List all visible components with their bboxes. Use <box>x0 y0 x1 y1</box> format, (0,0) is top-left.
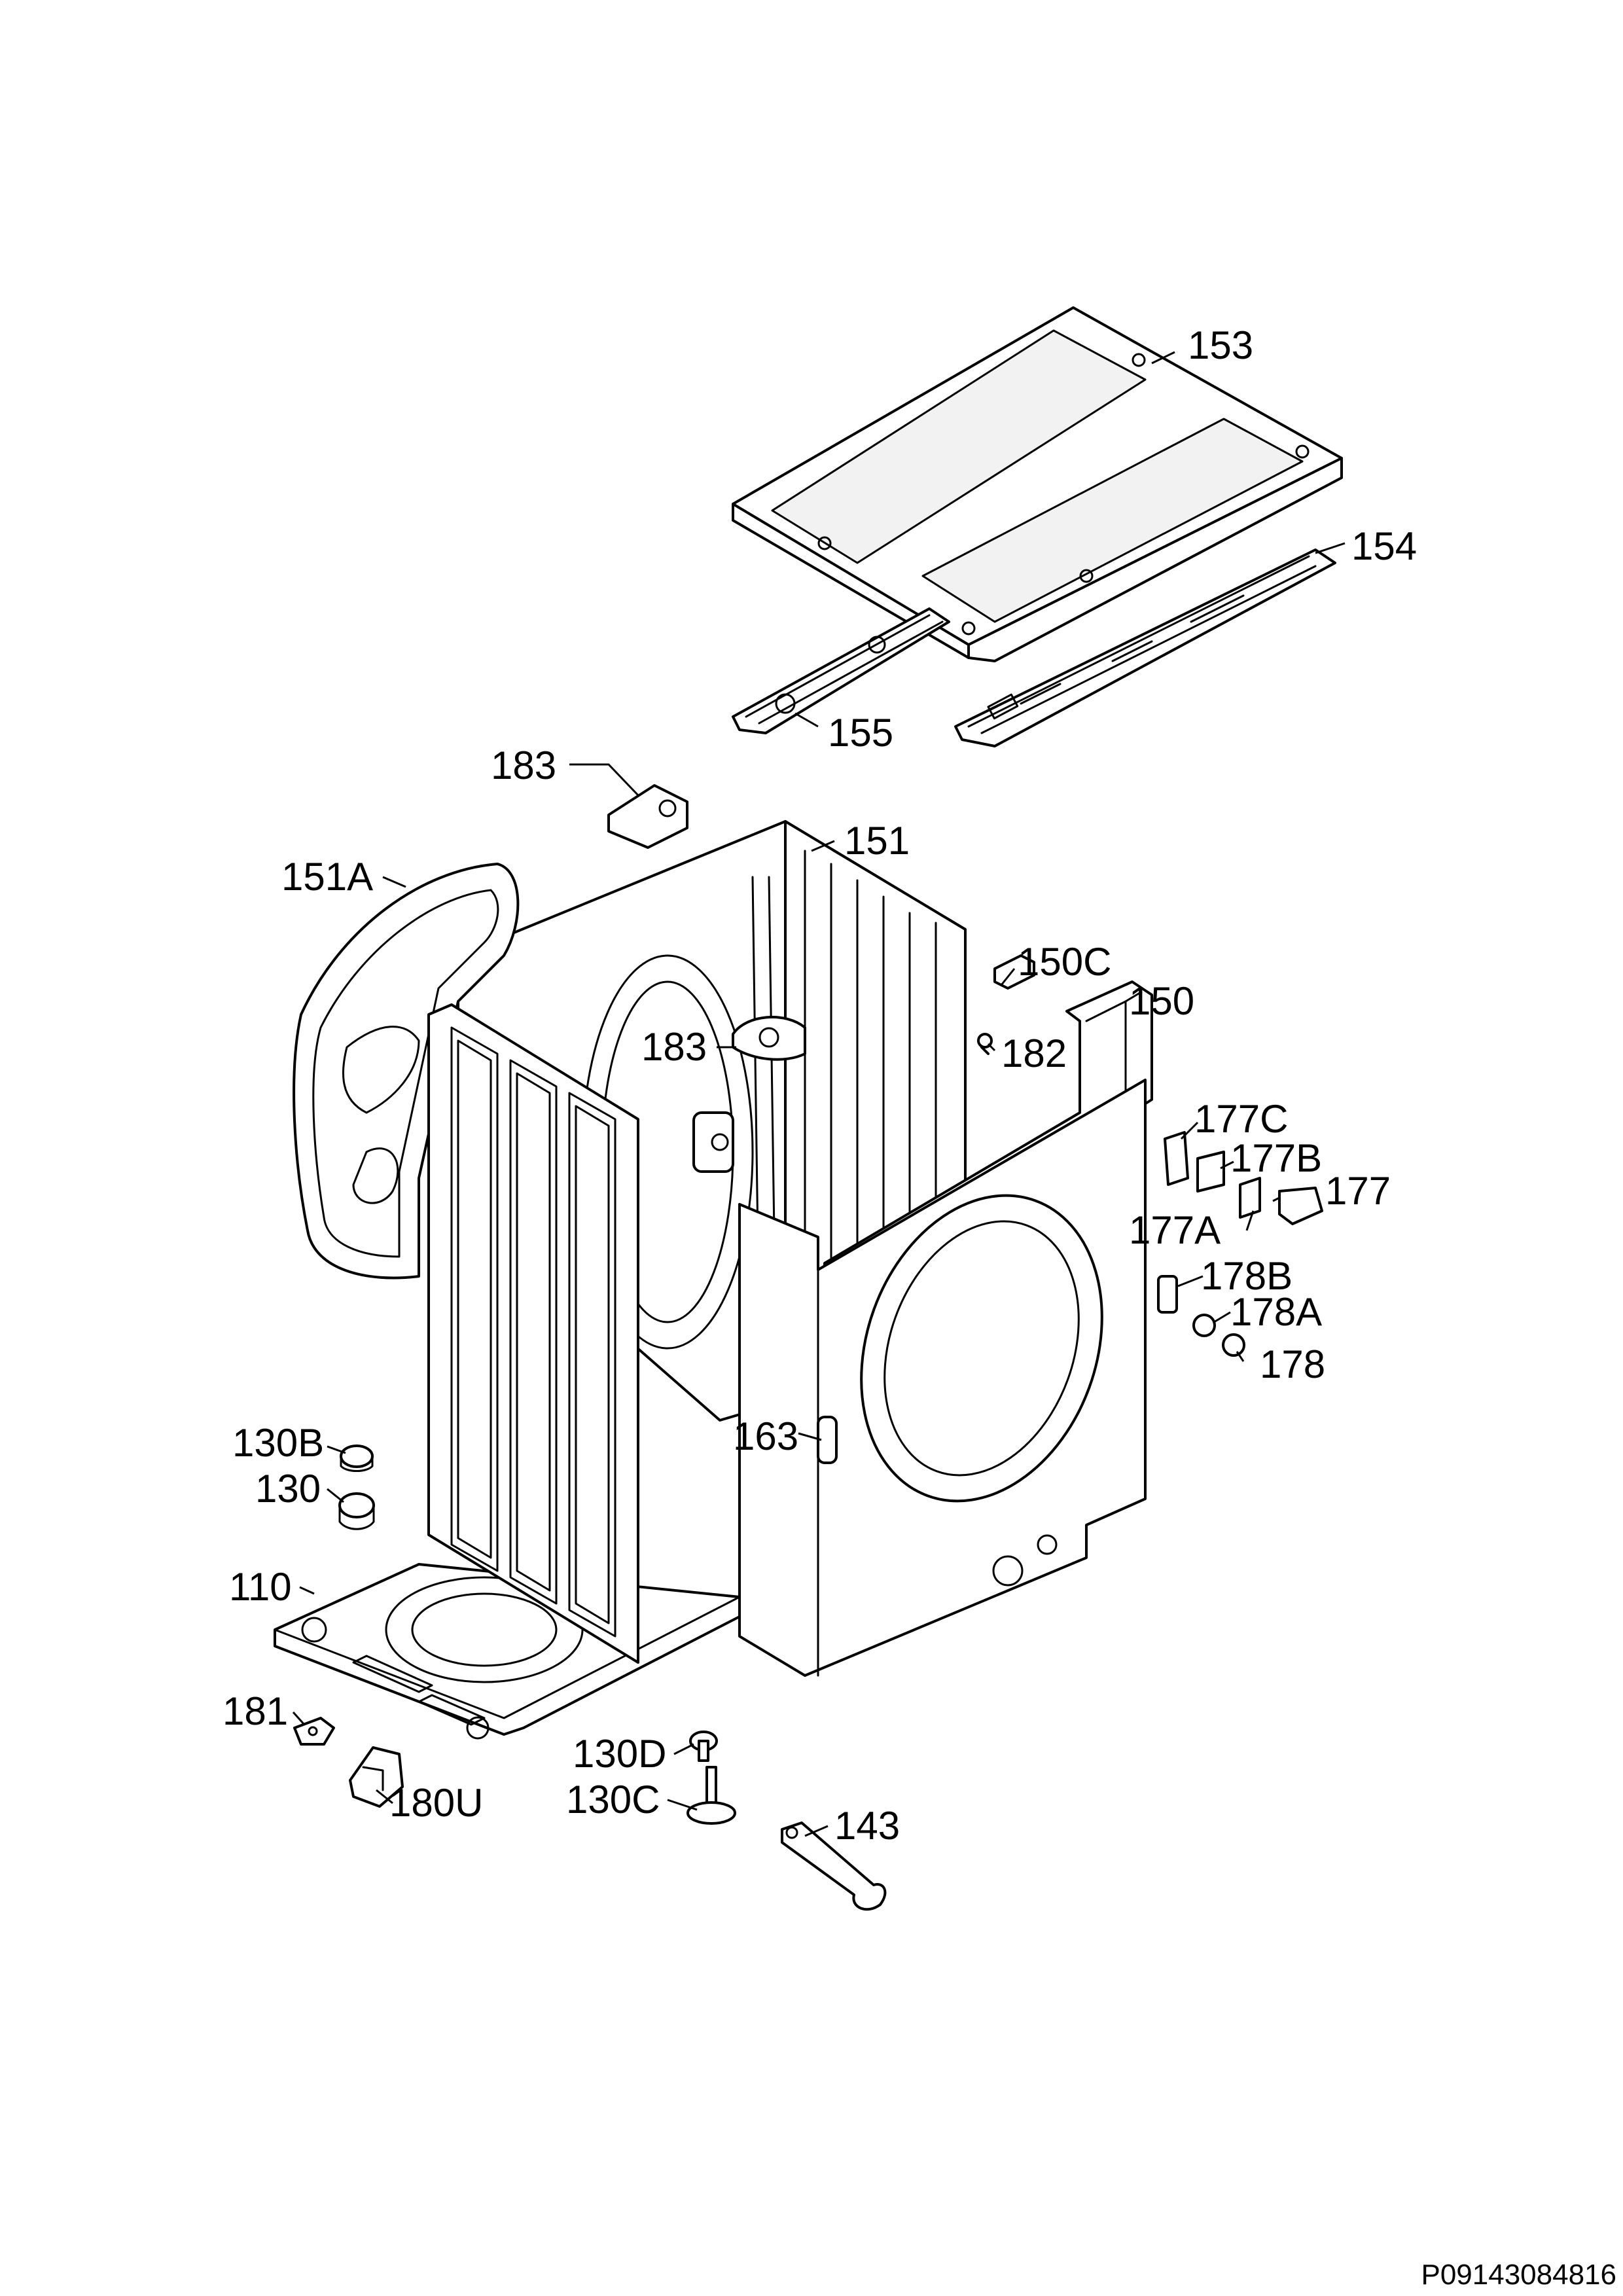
door-lock-parts-177 <box>1164 1131 1323 1225</box>
label-177A: 177A <box>1129 1208 1221 1252</box>
rail-part-154 <box>954 548 1336 747</box>
part-177B <box>1196 1151 1225 1193</box>
part-labels: 153 154 155 183 151 151A 150C 150 183 18… <box>223 323 1417 1848</box>
foot-part-130C <box>687 1766 736 1825</box>
label-151: 151 <box>844 819 910 863</box>
clip-part-183-top <box>607 784 688 849</box>
label-151A: 151A <box>281 855 373 899</box>
part-177A <box>1239 1177 1261 1219</box>
foot-part-130B <box>340 1444 374 1472</box>
label-155: 155 <box>828 711 893 755</box>
label-150: 150 <box>1129 979 1194 1023</box>
label-143: 143 <box>834 1804 900 1848</box>
part-178A <box>1192 1314 1216 1337</box>
clip-part-183-mid <box>732 1016 806 1061</box>
knob-parts-178 <box>1157 1275 1245 1357</box>
label-150C: 150C <box>1018 940 1111 984</box>
leader-lines <box>292 351 1346 1837</box>
part-177C <box>1164 1131 1189 1186</box>
foot-screw-part-130D <box>689 1731 718 1762</box>
label-183-top: 183 <box>491 744 556 787</box>
label-130C: 130C <box>566 1778 660 1821</box>
label-130B: 130B <box>232 1421 324 1465</box>
foot-part-130 <box>338 1492 375 1530</box>
label-153: 153 <box>1188 323 1253 367</box>
front-panel <box>738 1079 1147 1677</box>
label-110: 110 <box>229 1565 292 1609</box>
side-panel-left <box>427 1003 639 1664</box>
label-182: 182 <box>1001 1031 1067 1075</box>
label-177C: 177C <box>1194 1097 1288 1141</box>
rail-part-155 <box>732 607 950 734</box>
label-177B: 177B <box>1230 1136 1322 1180</box>
part-177 <box>1278 1187 1323 1225</box>
clip-part-181 <box>293 1717 335 1746</box>
label-181: 181 <box>223 1689 288 1733</box>
label-130: 130 <box>255 1467 321 1511</box>
wrench-part-143 <box>781 1821 887 1911</box>
label-178B: 178B <box>1201 1254 1293 1298</box>
label-180U: 180U <box>389 1781 483 1825</box>
label-178: 178 <box>1260 1342 1325 1386</box>
part-178 <box>1222 1333 1245 1357</box>
label-177: 177 <box>1325 1169 1391 1213</box>
label-163: 163 <box>733 1414 798 1458</box>
label-178A: 178A <box>1230 1290 1322 1334</box>
label-154: 154 <box>1351 524 1417 568</box>
top-cover-part-153 <box>732 306 1343 662</box>
switch-part-180U <box>349 1746 404 1808</box>
part-178B <box>1157 1275 1178 1314</box>
label-183-mid: 183 <box>641 1025 707 1069</box>
label-130D: 130D <box>573 1732 666 1776</box>
base-part-110 <box>274 1563 741 1740</box>
rear-panel-part-151A <box>293 863 520 1280</box>
document-code: P09143084816 <box>1421 2259 1616 2291</box>
